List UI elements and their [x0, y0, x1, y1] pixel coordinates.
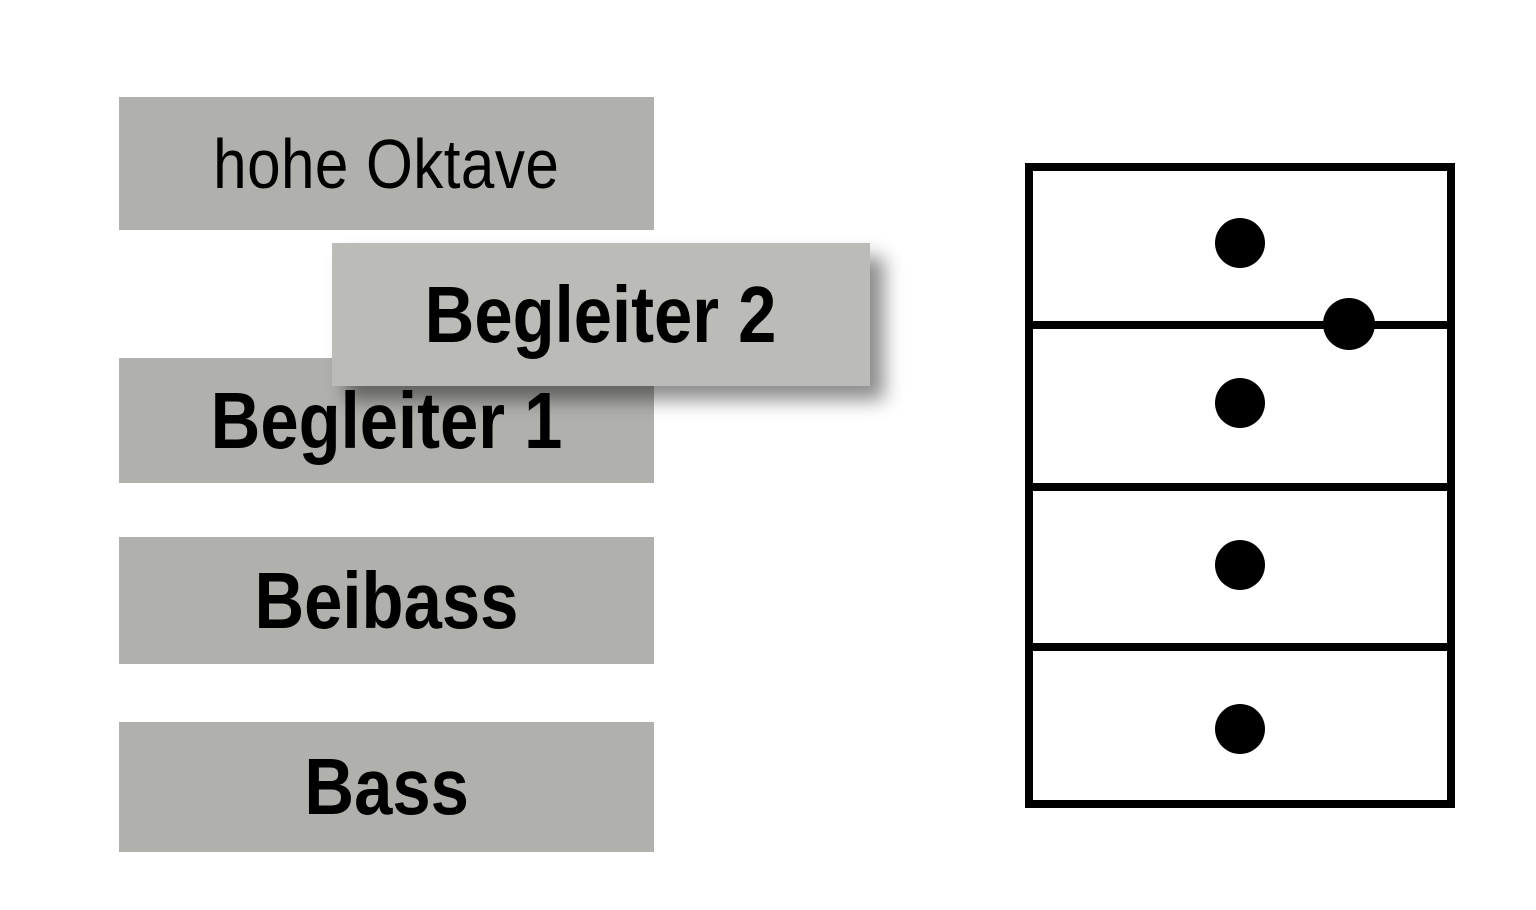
- diagram-dot-group: [1215, 218, 1375, 754]
- reed-dot-4: [1215, 540, 1265, 590]
- register-label-text: hohe Oktave: [213, 124, 560, 203]
- register-label-bass: Bass: [119, 722, 654, 852]
- register-label-text: Begleiter 1: [210, 375, 563, 465]
- bass-row-diagram: [1025, 163, 1455, 808]
- reed-dot-1: [1215, 218, 1265, 268]
- register-label-text: Beibass: [254, 555, 519, 645]
- bass-row-diagram-svg: [1025, 163, 1455, 808]
- register-label-beibass: Beibass: [119, 537, 654, 664]
- diagram-dividers: [1029, 321, 1451, 651]
- register-label-text: Begleiter 2: [425, 269, 777, 359]
- register-label-hohe-oktave: hohe Oktave: [119, 97, 654, 230]
- reed-dot-2: [1323, 298, 1375, 350]
- register-label-column: hohe Oktave Begleiter 1 Beibass Bass Beg…: [119, 97, 870, 852]
- register-label-begleiter-2-highlighted: Begleiter 2: [332, 243, 870, 386]
- reed-dot-3: [1215, 378, 1265, 428]
- register-label-text: Bass: [304, 742, 469, 831]
- reed-dot-5: [1215, 704, 1265, 754]
